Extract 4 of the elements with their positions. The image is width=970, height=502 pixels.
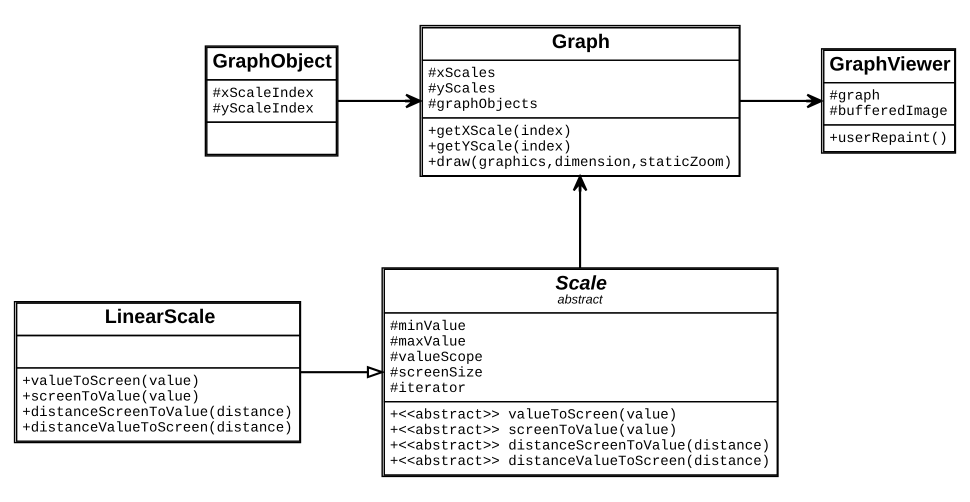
arrow [740,94,822,108]
arrow [572,175,588,268]
arrow [300,366,386,379]
arrow [338,94,422,108]
